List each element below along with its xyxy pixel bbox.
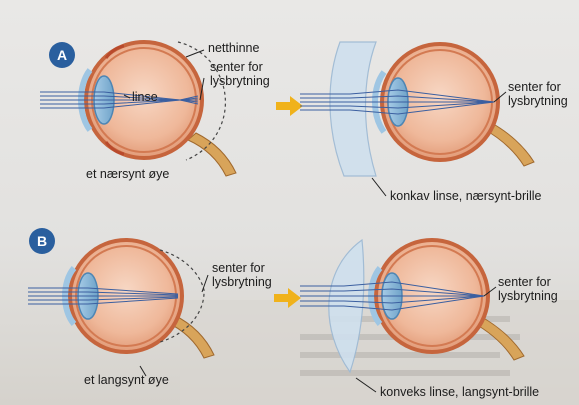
concave-lens xyxy=(330,42,376,176)
focus-center-label-line1: senter for xyxy=(210,60,263,74)
badge-b-label: B xyxy=(37,233,47,249)
focus-center-label-line2: lysbrytning xyxy=(508,94,568,108)
focus-center-label-line1: senter for xyxy=(508,80,561,94)
arrow-right-icon xyxy=(276,96,303,116)
farsighted-caption: et langsynt øye xyxy=(84,373,169,387)
panel-a: A linse xyxy=(40,41,568,203)
concave-lens-caption: konkav linse, nærsynt-brille xyxy=(390,189,541,203)
focus-center-label-line2: lysbrytning xyxy=(498,289,558,303)
focus-center-label-line1: senter for xyxy=(498,275,551,289)
retina-label: netthinne xyxy=(208,41,259,55)
lens-label: linse xyxy=(132,90,158,104)
badge-a-label: A xyxy=(57,47,67,63)
convex-lens-caption: konveks linse, langsynt-brille xyxy=(380,385,539,399)
nearsighted-caption: et nærsynt øye xyxy=(86,167,169,181)
nearsighted-eye: linse netthinne senter for lysbrytning e… xyxy=(40,41,270,181)
focus-center-label-line2: lysbrytning xyxy=(210,74,270,88)
focus-center-label-line1: senter for xyxy=(212,261,265,275)
focus-center-label-line2: lysbrytning xyxy=(212,275,272,289)
